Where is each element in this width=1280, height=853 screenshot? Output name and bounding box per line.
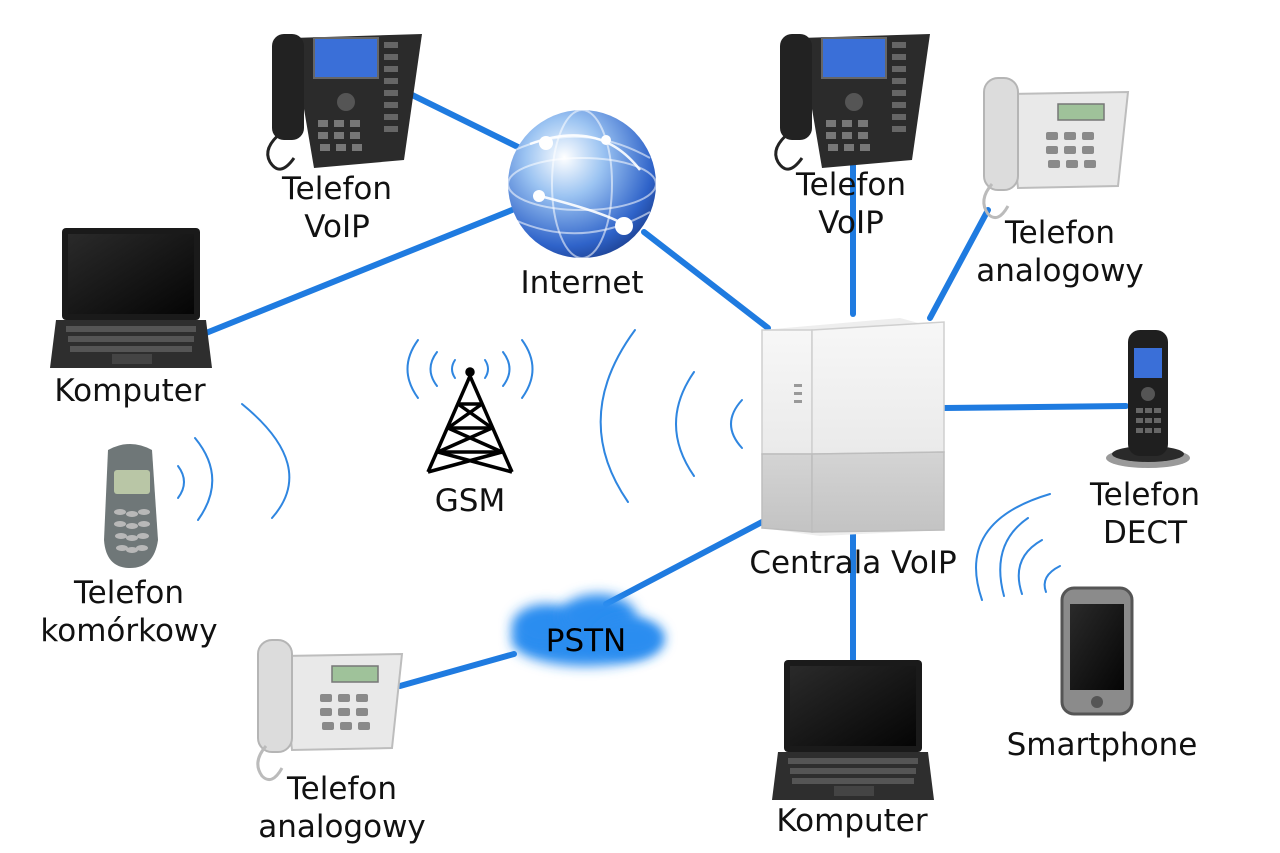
- cell-tower-icon: [426, 367, 514, 474]
- mobile-phone-icon: [104, 444, 158, 568]
- analog-phone-right-label-line1: Telefon: [1005, 215, 1115, 251]
- pbx-label: Centrala VoIP: [749, 545, 957, 581]
- voip-phone-right-label: Telefon VoIP: [766, 166, 936, 242]
- dect-phone-label-line2: DECT: [1102, 515, 1188, 551]
- globe-icon: [507, 109, 657, 259]
- desk-voip-phone-icon: [774, 34, 930, 171]
- analog-phone-bottom-label-line1: Telefon: [287, 771, 397, 807]
- analog-phone-icon: [982, 77, 1130, 220]
- computer-bottom-label: Komputer: [776, 803, 928, 839]
- analog-phone-right-label: Telefon analogowy: [950, 214, 1170, 290]
- gsm-label: GSM: [434, 483, 506, 519]
- dect-phone-label: Telefon DECT: [1060, 476, 1230, 552]
- mobile-phone-label-line1: Telefon: [74, 575, 184, 611]
- voip-phone-right-label-line1: Telefon: [796, 167, 906, 203]
- mobile-phone-label-line2: komórkowy: [40, 613, 218, 649]
- laptop-icon: [50, 228, 212, 368]
- smartphone-waves: [975, 493, 1061, 601]
- dect-handset-icon: [1106, 330, 1190, 468]
- smartphone-icon: [1060, 586, 1134, 716]
- internet-label: Internet: [520, 265, 644, 301]
- link-dect-pbx: [941, 403, 1129, 411]
- link-analog-right-pbx: [927, 207, 991, 321]
- dect-phone-label-line1: Telefon: [1090, 477, 1200, 513]
- mobile-waves: [177, 403, 291, 521]
- voip-phone-left-label-line2: VoIP: [304, 209, 370, 245]
- analog-phone-icon: [256, 639, 404, 782]
- mobile-phone-label: Telefon komórkowy: [14, 574, 244, 650]
- link-computer-internet: [203, 207, 515, 336]
- cloud-icon: [512, 594, 664, 666]
- gsm-waves: [406, 339, 534, 399]
- desk-voip-phone-icon: [266, 34, 422, 171]
- pstn-label: PSTN: [545, 623, 627, 659]
- computer-left-label: Komputer: [54, 373, 206, 409]
- analog-phone-bottom-label-line2: analogowy: [258, 809, 426, 845]
- voip-phone-left-label-line1: Telefon: [282, 171, 392, 207]
- smartphone-label: Smartphone: [1006, 727, 1198, 763]
- link-pstn-analog-bottom: [397, 651, 517, 689]
- link-voip-left-internet: [399, 87, 527, 153]
- pbx-box-icon: [761, 318, 945, 536]
- laptop-icon: [772, 660, 934, 800]
- pbx-waves: [599, 329, 743, 503]
- link-internet-pbx: [641, 229, 771, 331]
- link-pbx-pstn: [603, 519, 765, 607]
- analog-phone-bottom-label: Telefon analogowy: [232, 770, 452, 846]
- voip-phone-right-label-line2: VoIP: [818, 205, 884, 241]
- analog-phone-right-label-line2: analogowy: [976, 253, 1144, 289]
- wireless-waves: [177, 329, 1061, 601]
- voip-phone-left-label: Telefon VoIP: [252, 170, 422, 246]
